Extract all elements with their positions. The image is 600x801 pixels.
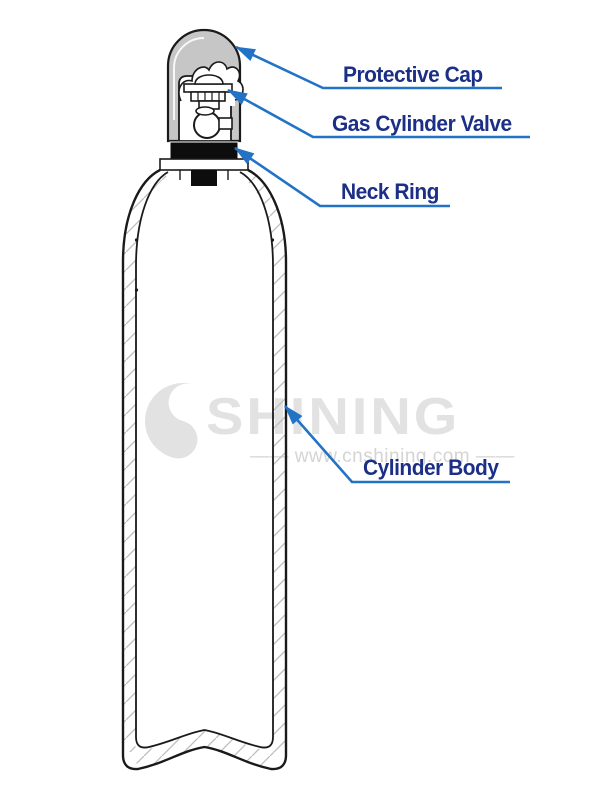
neck-ring-shape (159, 141, 249, 186)
leader-lines (227, 45, 530, 484)
watermark-brand-text: SHINING (206, 386, 461, 445)
label-gas-cylinder-valve: Gas Cylinder Valve (332, 111, 512, 136)
leader-neck-ring (234, 146, 450, 208)
label-cylinder-body: Cylinder Body (363, 455, 499, 480)
shining-s-logo-icon (145, 383, 198, 459)
leader-cylinder-body (284, 405, 510, 484)
wall-hatching (123, 166, 286, 768)
label-neck-ring: Neck Ring (341, 179, 439, 204)
leader-protective-cap (235, 45, 502, 90)
cylinder-body-shape (121, 168, 288, 771)
label-protective-cap: Protective Cap (343, 62, 483, 87)
leader-gas-cylinder-valve (227, 88, 530, 139)
gas-cylinder-valve-shape (183, 74, 233, 139)
watermark-site-text: —— www.cnshining.com —— (250, 446, 515, 467)
